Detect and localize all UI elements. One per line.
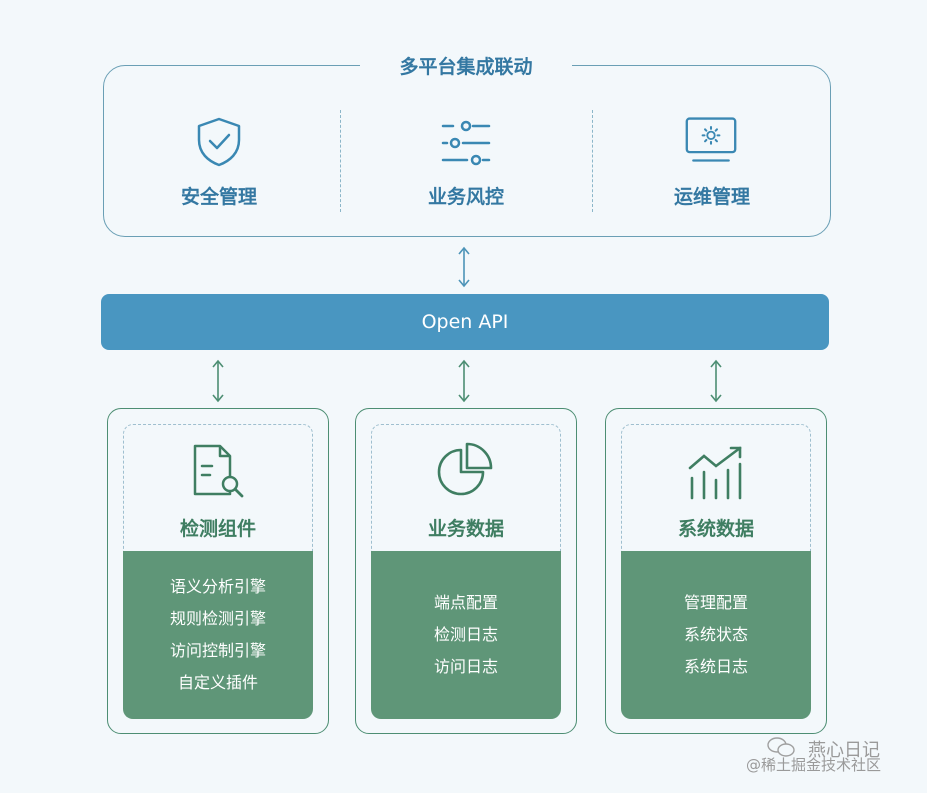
bidirectional-arrow-icon [458, 246, 470, 288]
list-item: 规则检测引擎 [169, 609, 266, 628]
card-header-frame [371, 424, 561, 554]
card-header-frame [123, 424, 313, 554]
pie-chart-icon [437, 442, 493, 496]
platform-item-ops-label: 运维管理 [673, 186, 750, 208]
bar-chart-trend-icon [688, 446, 742, 500]
bidirectional-arrow-icon [710, 359, 722, 403]
card-title: 系统数据 [677, 518, 754, 540]
card-detection-components [107, 408, 329, 734]
card-title: 业务数据 [427, 518, 504, 540]
card-detail-panel: 管理配置 系统状态 系统日志 [621, 551, 811, 719]
shield-check-icon [197, 117, 241, 167]
list-item: 端点配置 [433, 593, 498, 612]
document-search-icon [193, 444, 244, 498]
card-title: 检测组件 [179, 518, 256, 540]
list-item: 系统状态 [683, 625, 748, 644]
monitor-gear-icon [685, 117, 737, 162]
list-item: 自定义插件 [177, 673, 258, 692]
card-detail-panel: 语义分析引擎 规则检测引擎 访问控制引擎 自定义插件 [123, 551, 313, 719]
card-system-data [605, 408, 827, 734]
card-detail-panel: 端点配置 检测日志 访问日志 [371, 551, 561, 719]
list-item: 访问日志 [433, 657, 498, 676]
bidirectional-arrow-icon [458, 359, 470, 403]
bidirectional-arrow-icon [212, 359, 224, 403]
wechat-icon [767, 737, 795, 757]
list-item: 管理配置 [683, 593, 748, 612]
platform-item-risk-label: 业务风控 [427, 186, 504, 208]
list-item: 语义分析引擎 [169, 577, 266, 596]
platform-item-security-label: 安全管理 [180, 186, 257, 208]
list-item: 系统日志 [683, 657, 748, 676]
list-item: 检测日志 [433, 625, 498, 644]
watermark-source: @稀土掘金技术社区 [746, 756, 882, 774]
platform-title: 多平台集成联动 [360, 52, 572, 82]
list-item: 访问控制引擎 [169, 641, 266, 660]
card-header-frame [621, 424, 811, 554]
watermark-title: 燕心日记 [808, 740, 880, 761]
card-business-data [355, 408, 577, 734]
platform-divider [592, 110, 593, 212]
platform-divider [340, 110, 341, 212]
sliders-icon [441, 120, 491, 166]
open-api-bar: Open API [101, 294, 829, 350]
watermark: 燕心日记 @稀土掘金技术社区 [742, 736, 922, 774]
